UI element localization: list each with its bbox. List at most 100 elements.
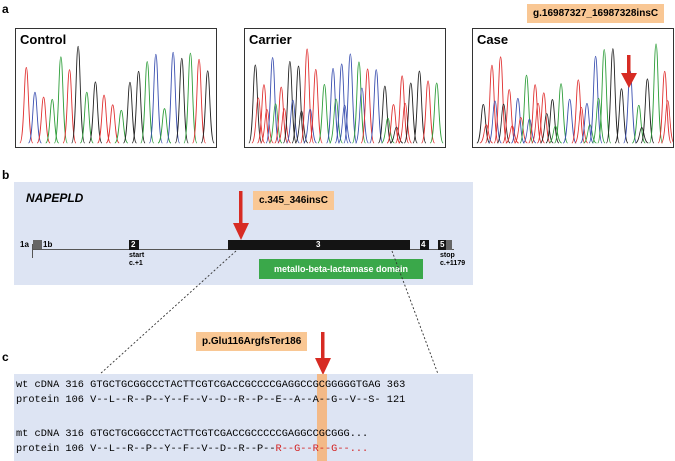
trace-peak xyxy=(337,104,352,144)
trace-peak xyxy=(635,127,649,144)
sequence-left: GTGCTGCGGCCCTACTTCGTCGACCGCCCC xyxy=(90,428,276,440)
trace-peak xyxy=(131,70,146,144)
row-label: wt cDNA 316 xyxy=(16,379,91,391)
red-arrow-icon xyxy=(621,55,637,88)
trace-peak xyxy=(36,96,51,144)
mt-protein-line: protein 106 V--L--R--P--Y--F--V--D--R--P… xyxy=(16,443,368,455)
trace-peak xyxy=(505,125,519,144)
panel-a-letter: a xyxy=(2,2,9,16)
chromatogram-label: Carrier xyxy=(249,32,292,47)
chromatogram-case: Case xyxy=(472,28,674,148)
sequence-site: C xyxy=(275,428,282,440)
trace-peak xyxy=(71,45,86,144)
trace-peak xyxy=(360,68,375,144)
trace-peak xyxy=(536,92,551,144)
trace-peak xyxy=(308,69,323,144)
exon-5-utr xyxy=(446,240,452,250)
trace-peak xyxy=(631,104,646,144)
trace-peak xyxy=(329,98,343,144)
row-label: mt cDNA 316 xyxy=(16,428,91,440)
exon-5-coding xyxy=(438,240,446,250)
sequence-right: GAGGCCGCGGG... xyxy=(281,428,369,440)
sequence-site: E xyxy=(275,394,282,406)
trace-peak xyxy=(403,82,418,144)
trace-peak xyxy=(597,49,612,144)
trace-peak xyxy=(265,57,280,144)
trace-peak xyxy=(591,97,606,144)
trace-peak xyxy=(317,83,332,144)
sequence-left: V--L--R--P--Y--F--V--D--R--P-- xyxy=(90,443,276,455)
trace-peak xyxy=(97,94,111,144)
trace-peak xyxy=(580,103,594,144)
exon-label: 2 xyxy=(131,240,136,249)
trace-peak xyxy=(105,104,120,144)
promoter-tick xyxy=(32,244,33,258)
trace-peak xyxy=(19,67,34,144)
chromatogram-carrier: Carrier xyxy=(244,28,446,148)
exon-3 xyxy=(228,240,410,250)
sequence-alignment-panel xyxy=(14,374,473,461)
trace-peak xyxy=(251,97,266,144)
trace-peak xyxy=(588,55,603,144)
sequence-left: GTGCTGCGGCCCTACTTCGTCGACCGCCCC xyxy=(90,379,276,391)
trace-peak xyxy=(294,110,309,144)
trace-peak xyxy=(326,67,340,144)
exon-label: 1a xyxy=(20,240,29,249)
trace-peak xyxy=(476,104,491,144)
trace-peak xyxy=(545,99,560,144)
trace-peak xyxy=(502,89,517,144)
trace-peak xyxy=(355,87,369,144)
trace-peak xyxy=(539,113,554,144)
sequence-right: AGGCCGCGGGGGTGAG xyxy=(281,379,381,391)
exon-label: 3 xyxy=(316,240,321,249)
trace-peak xyxy=(660,100,673,144)
row-label: protein 106 xyxy=(16,394,91,406)
red-arrow-icon xyxy=(233,191,249,240)
trace-peak xyxy=(386,104,401,144)
trace-peak xyxy=(343,53,358,144)
trace-peak xyxy=(605,48,620,144)
trace-peak xyxy=(412,70,427,144)
trace-peak xyxy=(79,91,94,144)
gene-structure-panel: NAPEPLD xyxy=(14,182,473,285)
row-label: protein 106 xyxy=(16,443,91,455)
sequence-left: V--L--R--P--Y--F--V--D--R--P-- xyxy=(90,394,276,406)
trace-peak xyxy=(381,117,395,144)
genomic-variant-tag: g.16987327_16987328insC xyxy=(527,4,665,23)
trace-peak xyxy=(562,98,577,144)
trace-peak xyxy=(285,99,300,144)
trace-peak xyxy=(62,69,77,144)
chromatogram-label: Control xyxy=(20,32,67,47)
trace-peak xyxy=(282,60,297,144)
exon-label: 1b xyxy=(43,240,53,249)
trace-peak xyxy=(303,108,318,144)
chromatogram-label: Case xyxy=(477,32,509,47)
trace-peak xyxy=(277,108,292,144)
trace-peak xyxy=(268,103,283,144)
row-end: 121 xyxy=(380,394,406,406)
trace-peak xyxy=(488,100,502,144)
trace-peak xyxy=(114,109,129,144)
trace-peak xyxy=(510,97,525,144)
sequence-right: --A--A--G--V--S- xyxy=(281,394,381,406)
wt-cdna-line: wt cDNA 316 GTGCTGCGGCCCTACTTCGTCGACCGCC… xyxy=(16,379,405,391)
trace-peak xyxy=(53,56,68,144)
trace-peak xyxy=(291,65,306,144)
trace-peak xyxy=(398,102,413,144)
trace-peak xyxy=(334,63,349,144)
trace-peak xyxy=(377,85,392,144)
trace-peak xyxy=(522,118,537,144)
wt-protein-line: protein 106 V--L--R--P--Y--F--V--D--R--P… xyxy=(16,394,405,406)
cdna-variant-tag: c.345_346insC xyxy=(253,191,334,210)
trace-peak xyxy=(493,56,508,144)
start-position: c.+1 xyxy=(129,260,143,267)
protein-variant-tag: p.Glu116ArgfsTer186 xyxy=(196,332,308,351)
trace-peak xyxy=(140,61,155,144)
trace-peak xyxy=(192,58,206,144)
sequence-right: --G--R--G--... xyxy=(281,443,369,455)
trace-peak xyxy=(352,61,366,144)
exon-2 xyxy=(129,240,139,250)
trace-peak xyxy=(496,103,511,144)
